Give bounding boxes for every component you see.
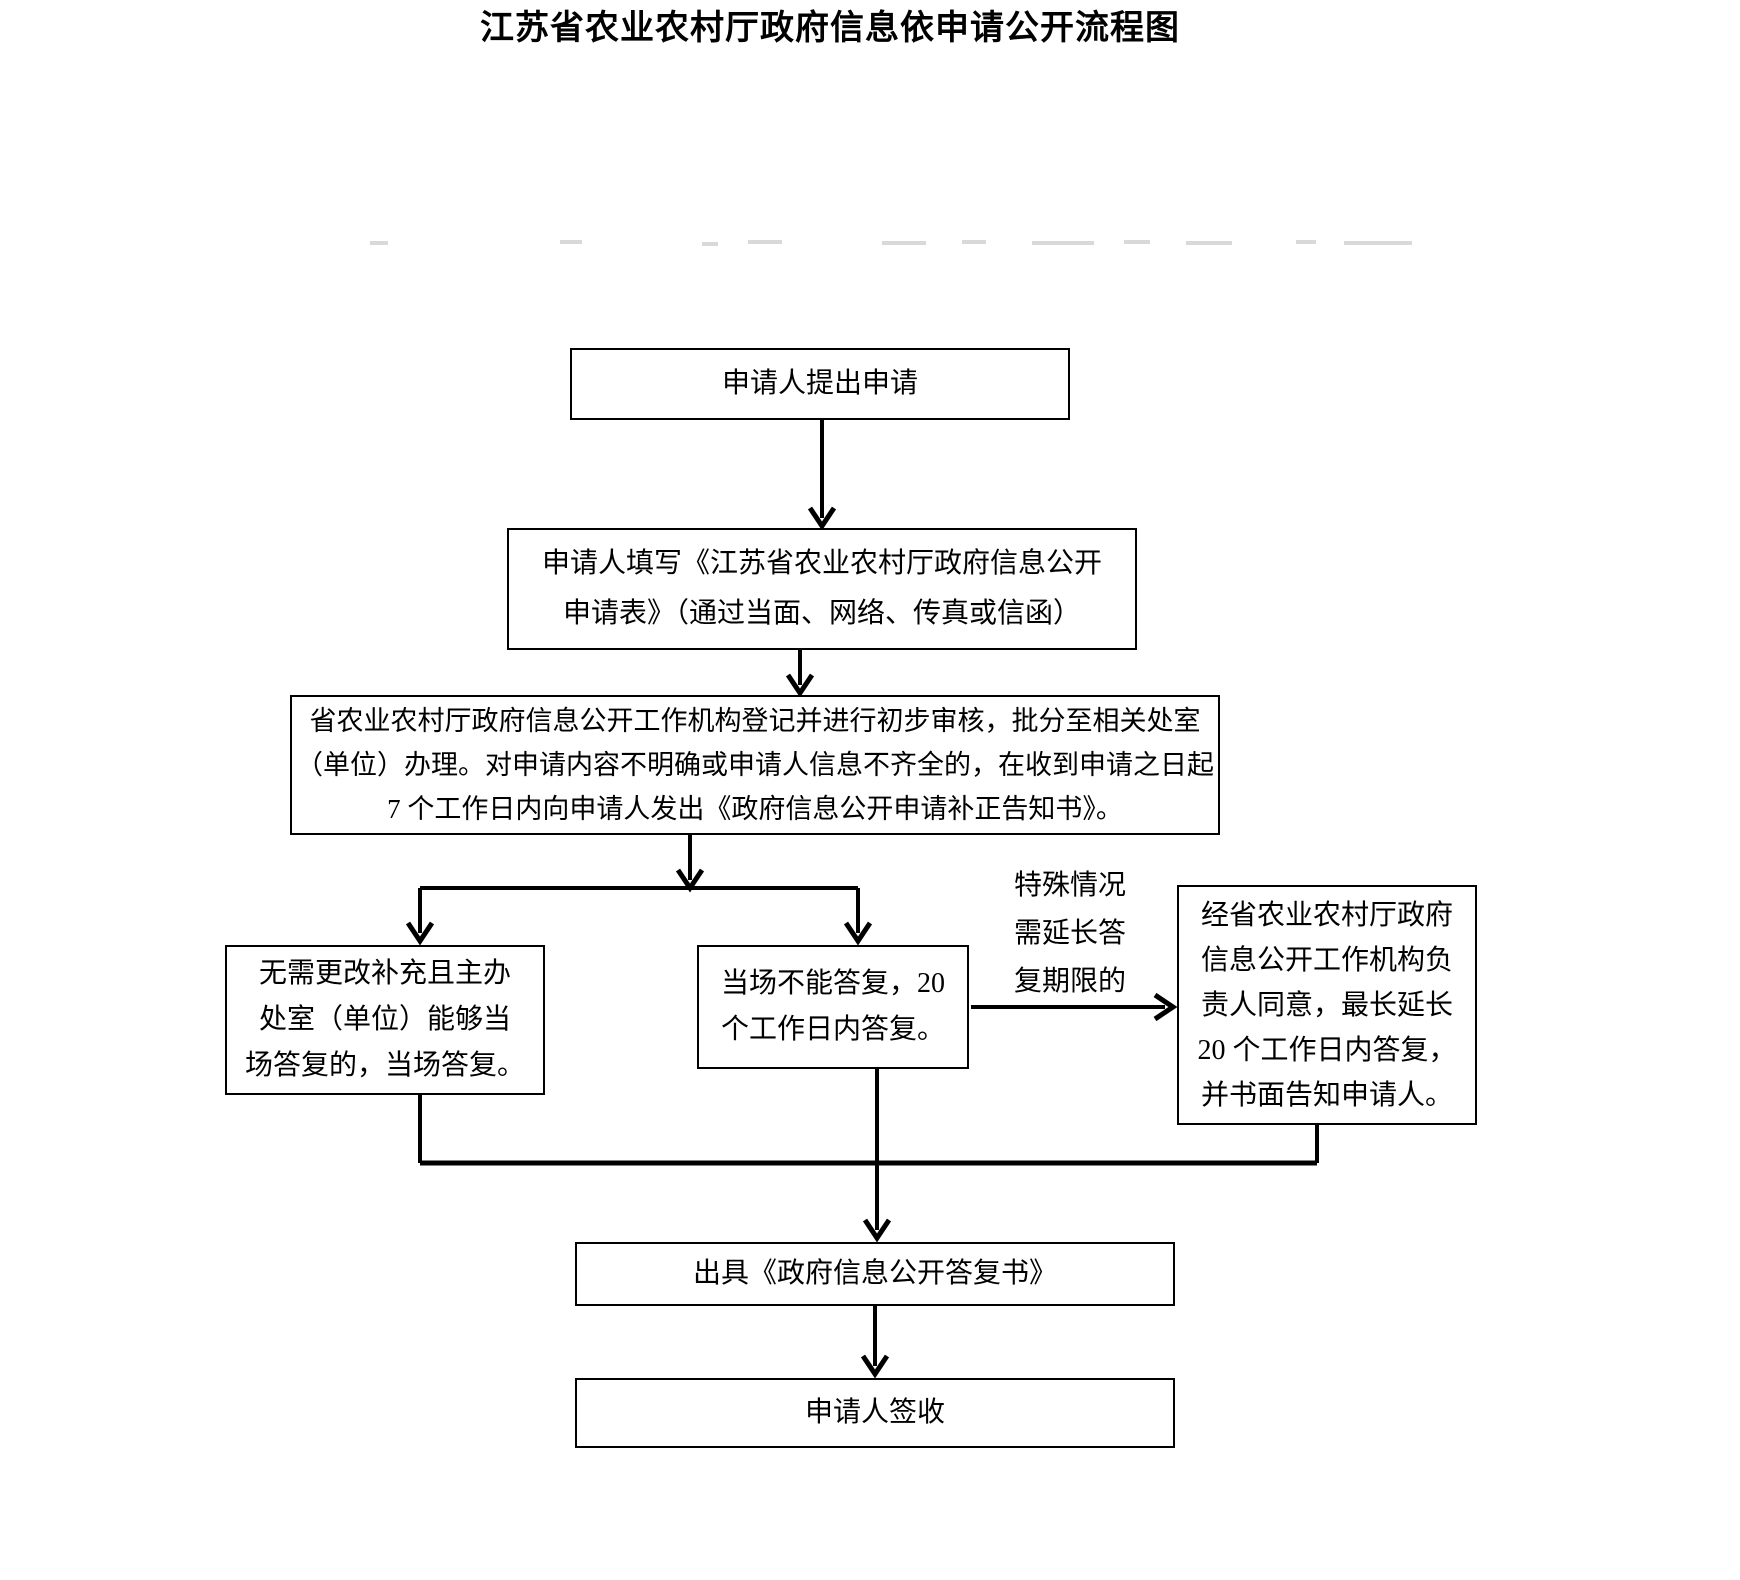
arrow-split-to-cannot bbox=[843, 888, 873, 946]
node-fill-application-form: 申请人填写《江苏省农业农村厅政府信息公开 申请表》（通过当面、网络、传真或信函） bbox=[507, 528, 1137, 650]
node-applicant-submit: 申请人提出申请 bbox=[570, 348, 1070, 420]
node-onsite-reply: 无需更改补充且主办 处室（单位）能够当 场答复的，当场答复。 bbox=[225, 945, 545, 1095]
edge-label-special-case: 特殊情况 需延长答 复期限的 bbox=[1013, 870, 1126, 997]
scan-artifact bbox=[1124, 240, 1150, 244]
node-issue-reply-document: 出具《政府信息公开答复书》 bbox=[575, 1242, 1175, 1306]
scan-artifact bbox=[1186, 241, 1232, 245]
arrow-issue-to-sign bbox=[860, 1306, 890, 1379]
node-applicant-sign: 申请人签收 bbox=[575, 1378, 1175, 1448]
arrow-split-to-onsite bbox=[405, 888, 435, 946]
node-extend-deadline: 经省农业农村厅政府 信息公开工作机构负 责人同意，最长延长 20 个工作日内答复… bbox=[1177, 885, 1477, 1125]
node-cannot-reply-onsite: 当场不能答复，20 个工作日内答复。 bbox=[697, 945, 969, 1069]
scan-artifact bbox=[702, 242, 718, 246]
arrow-register-to-split bbox=[675, 835, 705, 893]
scan-artifact bbox=[370, 241, 388, 245]
scan-artifact bbox=[882, 241, 926, 245]
arrow-apply-to-fill bbox=[807, 420, 837, 531]
scan-artifact bbox=[962, 240, 986, 244]
scan-artifact bbox=[748, 240, 782, 244]
arrow-merge-to-issue bbox=[862, 1069, 892, 1243]
arrow-fill-to-register bbox=[785, 650, 815, 698]
scan-artifact bbox=[1344, 241, 1412, 245]
page-title: 江苏省农业农村厅政府信息依申请公开流程图 bbox=[480, 8, 1180, 48]
node-register-review: 省农业农村厅政府信息公开工作机构登记并进行初步审核，批分至相关处室 （单位）办理… bbox=[290, 695, 1220, 835]
scan-artifact bbox=[560, 240, 582, 244]
scan-artifact bbox=[1296, 240, 1316, 244]
scan-artifact bbox=[1032, 241, 1094, 245]
arrow-cannot-to-extend bbox=[971, 992, 1178, 1022]
